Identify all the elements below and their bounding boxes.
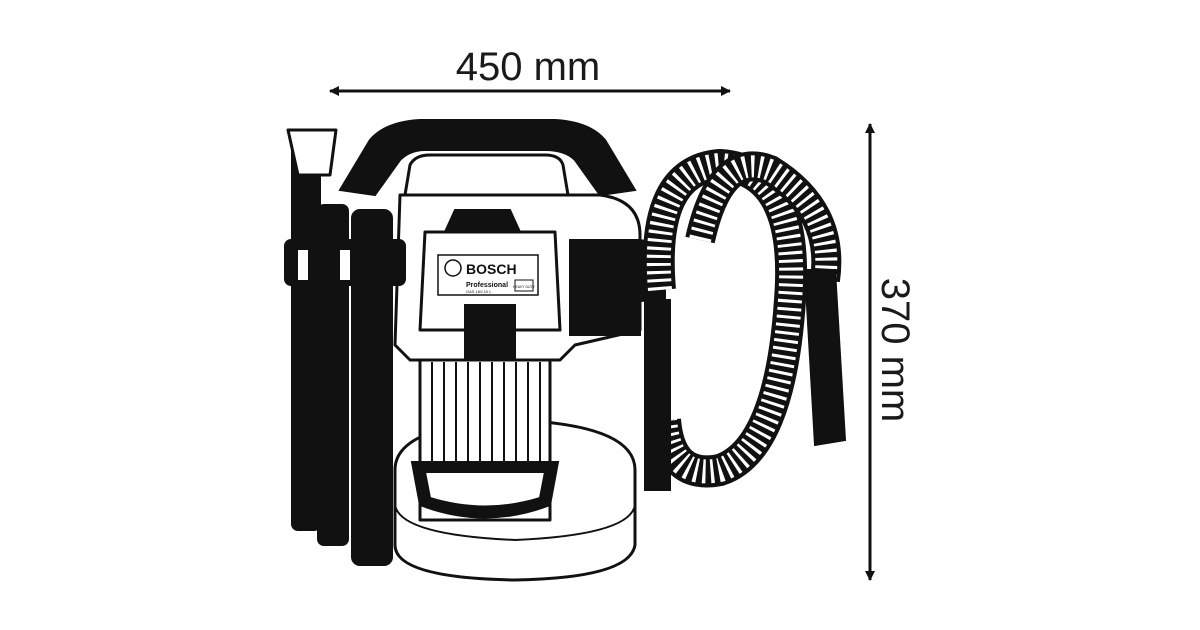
extension-tubes: [284, 128, 406, 566]
heavy-duty-badge: HEAVY DUTY: [513, 285, 536, 289]
brand-text: BOSCH: [466, 261, 517, 277]
model-text: GAS 18V-10 L: [466, 289, 492, 294]
product-label: BOSCH Professional GAS 18V-10 L HEAVY DU…: [437, 254, 539, 296]
vacuum-illustration: BOSCH Professional GAS 18V-10 L HEAVY DU…: [284, 119, 847, 582]
width-label: 450 mm: [456, 45, 601, 89]
height-label: 370 mm: [873, 278, 917, 423]
bosch-logo-icon: [444, 259, 462, 277]
hose-holder: [644, 299, 671, 491]
width-dimension: 450 mm: [329, 45, 731, 96]
extension-tube: [291, 134, 321, 531]
extension-tube: [317, 204, 349, 546]
extension-tube: [351, 209, 393, 566]
height-dimension: 370 mm: [865, 123, 917, 581]
hose: [642, 148, 842, 488]
product-line-text: Professional: [466, 282, 508, 289]
hose-end-nozzle: [803, 269, 847, 447]
